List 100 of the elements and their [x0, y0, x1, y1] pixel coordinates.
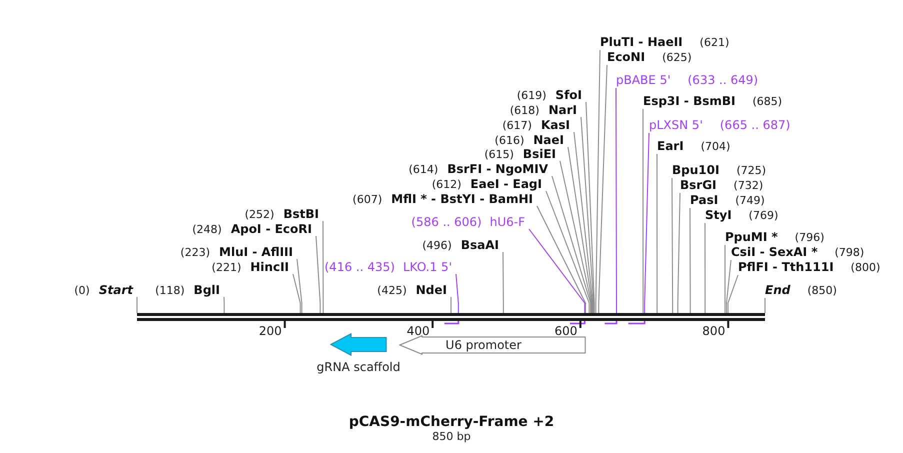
ruler-label: 600 — [554, 324, 578, 338]
leader-line — [586, 102, 595, 314]
site-position: (685) — [752, 94, 782, 110]
leader-line — [560, 160, 592, 314]
site-position: (118) — [155, 283, 185, 299]
leader-line — [574, 132, 594, 314]
enzyme-name: NdeI — [416, 282, 447, 298]
leader-line — [642, 108, 644, 314]
site-position: (625) — [662, 50, 692, 66]
leader-line — [690, 208, 691, 314]
leader-line — [704, 222, 706, 314]
enzyme-name: NarI — [548, 102, 577, 118]
leader-line — [456, 274, 459, 314]
leader-line — [450, 296, 452, 314]
primer-position: (633 .. 649) — [688, 72, 758, 88]
site-position: (252) — [244, 207, 274, 223]
enzyme-name: EaeI - EagI — [470, 176, 542, 192]
map-end-label: End — [765, 282, 790, 298]
enzyme-name: BglI — [194, 282, 220, 298]
enzyme-name: HincII — [250, 259, 289, 275]
leader-line — [656, 154, 658, 314]
leader-line — [726, 260, 732, 314]
sequence-feature — [399, 335, 586, 355]
site-position: (614) — [408, 162, 438, 178]
leader-line — [536, 206, 586, 314]
map-caption: 850 bp — [432, 430, 471, 444]
leader-line — [568, 146, 593, 314]
enzyme-name: PpuMI * — [725, 229, 778, 245]
site-position: (425) — [377, 283, 407, 299]
enzyme-name: StyI — [705, 207, 732, 223]
site-position: (850) — [807, 283, 837, 299]
site-position: (619) — [516, 88, 546, 104]
site-position: (615) — [484, 147, 514, 163]
primer-name: pLXSN 5' — [649, 117, 703, 133]
primer-name: LKO.1 5' — [402, 259, 452, 275]
feature-label: U6 promoter — [446, 338, 522, 352]
enzyme-name: BsrGI — [680, 177, 717, 193]
ruler-label: 200 — [258, 324, 282, 338]
site-position: (496) — [422, 238, 452, 254]
enzyme-name: Esp3I - BsmBI — [643, 93, 736, 109]
leader-line — [528, 228, 586, 314]
site-position: (798) — [834, 245, 864, 261]
leader-line — [764, 298, 766, 314]
site-position: (621) — [700, 35, 730, 51]
leader-line — [672, 178, 674, 314]
enzyme-name: BsaAI — [460, 237, 499, 253]
leader-line — [322, 220, 324, 314]
sequence-bar — [137, 313, 765, 321]
enzyme-name: BsrFI - NgoMIV — [447, 161, 548, 177]
primer-name: pBABE 5' — [616, 72, 671, 88]
primer-name: hU6-F — [490, 214, 525, 230]
leader-line — [598, 64, 608, 314]
enzyme-name: KasI — [540, 117, 570, 133]
ruler-label: 800 — [702, 324, 726, 338]
primer-position: (665 .. 687) — [720, 117, 790, 133]
site-position: (221) — [212, 260, 242, 276]
primer-position: (586 .. 606) — [411, 214, 482, 230]
sequence-feature — [330, 333, 387, 356]
leader-line — [595, 50, 600, 314]
leader-line — [224, 296, 225, 314]
site-position: (725) — [736, 163, 766, 179]
leader-line — [502, 252, 504, 314]
leader-line — [728, 274, 738, 314]
enzyme-name: CsiI - SexAI * — [731, 244, 818, 260]
enzyme-name: PluTI - HaeII — [600, 34, 683, 50]
primer-position: (416 .. 435) — [324, 259, 395, 275]
leader-line — [136, 296, 138, 314]
enzyme-name: SfoI — [555, 87, 582, 103]
enzyme-name: PasI — [690, 192, 718, 208]
leader-line — [580, 116, 594, 314]
enzyme-name: EcoNI — [607, 49, 646, 65]
ruler-label: 400 — [406, 324, 430, 338]
leader-line — [677, 192, 680, 314]
enzyme-name: PflFI - Tth111I — [738, 259, 834, 275]
feature-label: gRNA scaffold — [316, 360, 400, 374]
site-position: (616) — [494, 133, 524, 148]
enzyme-name: ApoI - EcoRI — [230, 221, 312, 237]
leader-line — [644, 132, 650, 314]
enzyme-name: EarI — [657, 138, 684, 154]
site-position: (617) — [502, 118, 532, 134]
site-position: (607) — [352, 192, 382, 208]
site-position: (800) — [850, 260, 880, 276]
site-position: (769) — [748, 208, 778, 224]
site-position: (796) — [794, 230, 824, 246]
enzyme-name: NaeI — [533, 132, 564, 148]
enzyme-name: BsiEI — [522, 146, 556, 162]
site-position: (749) — [735, 193, 765, 209]
enzyme-name: MflI * - BstYI - BamHI — [391, 191, 533, 207]
map-title: pCAS9-mCherry-Frame +2 — [348, 413, 554, 431]
site-position: (618) — [510, 103, 540, 119]
enzyme-name: MluI - AflIII — [219, 244, 293, 260]
leader-line — [552, 176, 592, 314]
site-position: (223) — [180, 245, 210, 261]
leader-line — [616, 88, 617, 314]
leader-line — [296, 258, 302, 314]
enzyme-name: Bpu10I — [672, 162, 720, 178]
enzyme-name: BstBI — [283, 206, 319, 222]
map-end-label: Start — [98, 282, 133, 298]
site-position: (248) — [192, 222, 222, 238]
site-position: (704) — [700, 139, 730, 155]
